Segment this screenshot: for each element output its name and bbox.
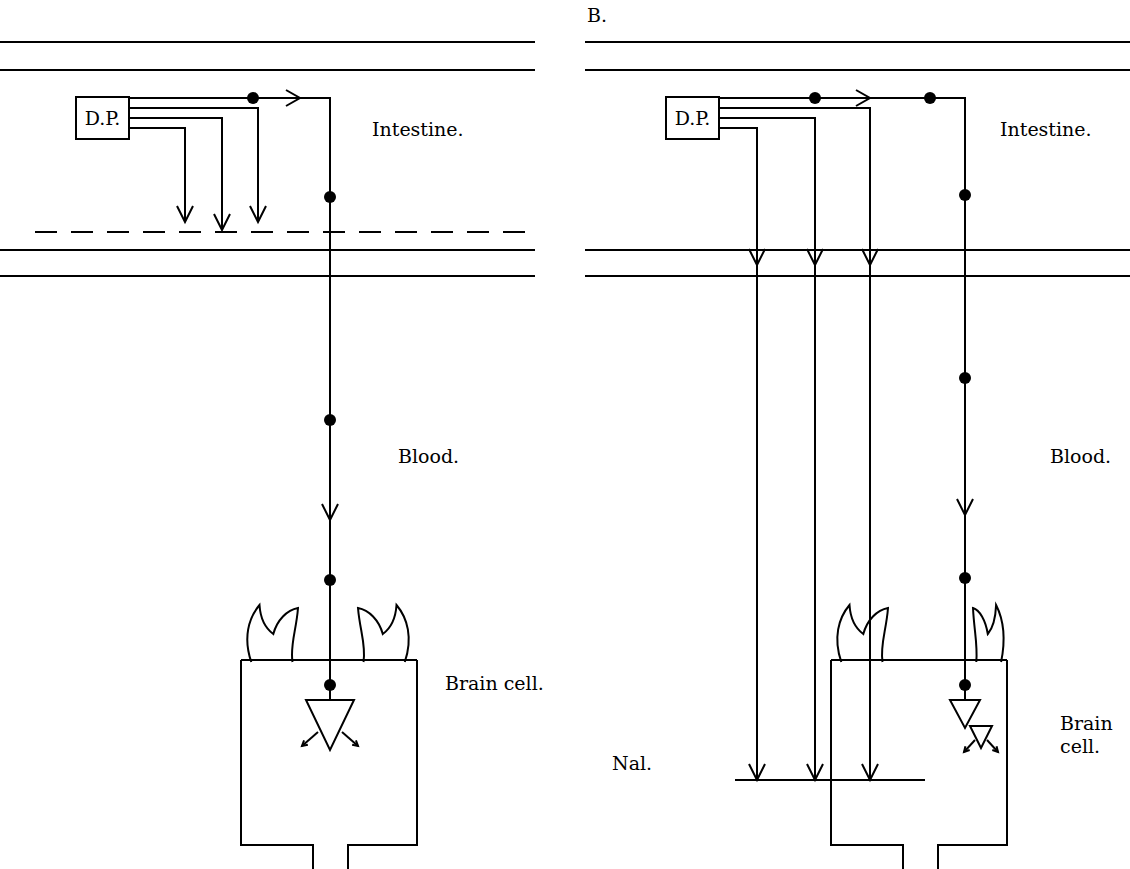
wall-line [585, 69, 1130, 71]
region-label: Blood. [398, 445, 459, 468]
brain-cell: Brain cell. [828, 600, 1010, 869]
box-label: D.P. [85, 107, 121, 130]
wall-line [0, 69, 535, 71]
dendrite [247, 605, 298, 662]
signal-dot [324, 191, 336, 203]
degradation-path [718, 108, 870, 780]
brain-cell: Brain cell. [238, 600, 420, 869]
cell-label: Brain cell. [1060, 712, 1130, 758]
box-label: D.P. [675, 107, 711, 130]
arrow-head [807, 249, 823, 265]
degradation-path [128, 128, 185, 222]
dendrite [837, 605, 888, 662]
small-arrow [964, 740, 975, 752]
small-arrow-head [302, 740, 308, 746]
wall-line [0, 275, 535, 277]
process-box: D.P. [665, 96, 720, 140]
arrow-head [807, 764, 823, 780]
arrow-head [286, 90, 300, 106]
signal-dot [324, 679, 336, 691]
signal-dot [324, 574, 336, 586]
small-arrow-head [964, 746, 970, 752]
region-label: Blood. [1050, 445, 1111, 468]
arrow-head [862, 764, 878, 780]
degradation-path [718, 118, 815, 780]
signal-dot [247, 92, 259, 104]
connector-line [130, 98, 330, 600]
cell-outline [828, 600, 1010, 869]
small-arrow [302, 732, 318, 746]
receptor-triangle [950, 700, 980, 728]
signal-dot [809, 92, 821, 104]
wall-line [0, 41, 535, 43]
degradation-path [718, 128, 757, 780]
signal-dot [924, 92, 936, 104]
wall-line [0, 249, 535, 251]
signal-connector [720, 90, 973, 600]
connector-line [720, 98, 965, 600]
signal-dot [324, 414, 336, 426]
arrow-head [957, 499, 973, 515]
dendrite [358, 605, 409, 662]
small-arrow-head [992, 746, 998, 752]
dashed-wall [35, 231, 535, 233]
cell-body [831, 660, 1007, 869]
cell-label: Brain cell. [445, 672, 544, 695]
panel-letter: B. [587, 4, 607, 27]
arrow-head [856, 90, 870, 106]
small-arrow [987, 740, 998, 752]
arrow-head [177, 206, 193, 222]
wall-line [585, 41, 1130, 43]
signal-dot [959, 679, 971, 691]
region-label: Nal. [612, 752, 652, 775]
cell-drawing [831, 600, 1007, 869]
process-box: D.P. [75, 96, 130, 140]
arrow-head [214, 214, 230, 230]
arrow-head [250, 206, 266, 222]
signal-dot [959, 372, 971, 384]
dendrite [973, 605, 1003, 662]
wall-line [585, 249, 1130, 251]
degradation-path [128, 118, 222, 230]
small-arrow [342, 732, 358, 746]
arrow-head [322, 504, 338, 520]
arrow-head [749, 249, 765, 265]
small-arrow-head [352, 740, 358, 746]
region-label: Intestine. [372, 118, 464, 141]
arrow-head [749, 764, 765, 780]
receptor-triangle [970, 726, 992, 748]
signal-connector [130, 90, 338, 600]
cell-drawing [241, 600, 417, 869]
degradation-path [128, 108, 258, 222]
cell-outline [238, 600, 420, 869]
arrow-head [862, 249, 878, 265]
wall-line [585, 275, 1130, 277]
signal-dot [959, 189, 971, 201]
signal-dot [959, 572, 971, 584]
receptor-triangle [306, 700, 354, 750]
region-label: Intestine. [1000, 118, 1092, 141]
